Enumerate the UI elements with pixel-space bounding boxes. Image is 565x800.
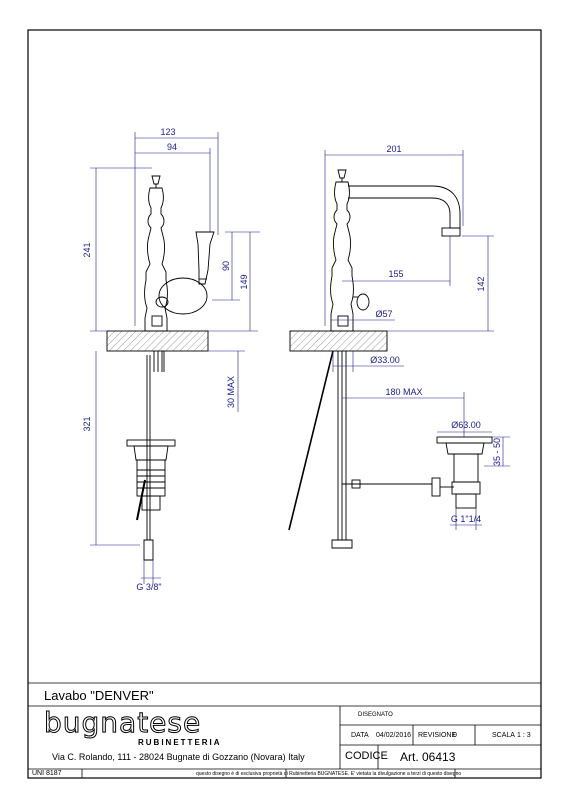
revision-value: 0 <box>453 732 457 739</box>
title-block-grid <box>28 682 541 778</box>
dim-thread-hose: G 3/8" <box>136 582 161 592</box>
dim-height-lever: 90 <box>221 261 231 271</box>
front-tap-body <box>144 175 168 332</box>
dim-reach-overall: 201 <box>386 144 401 154</box>
brand-subtitle: RUBINETTERIA <box>138 738 222 747</box>
side-countertop <box>289 330 388 352</box>
side-view <box>288 169 493 549</box>
brand-logo: bugnatese <box>43 706 202 740</box>
sheet-border <box>27 29 542 779</box>
dim-height-outlet: 142 <box>476 276 486 291</box>
standard-ref: UNI 8187 <box>32 770 62 777</box>
dim-base-diameter: Ø57 <box>375 309 392 319</box>
front-waste-flange <box>126 439 176 447</box>
side-waste-flange <box>436 436 493 444</box>
dim-reach-spout: 155 <box>388 269 403 279</box>
dim-width-lever: 94 <box>167 142 177 152</box>
scale-value: 1 : 3 <box>517 732 531 739</box>
scale-label: SCALA <box>492 732 515 739</box>
dim-height-spout: 241 <box>82 242 92 257</box>
front-view <box>106 175 215 561</box>
designed-label: DISEGNATO <box>358 712 393 718</box>
dim-pop-up-distance: 180 MAX <box>385 387 422 397</box>
dim-below-total: 321 <box>82 416 92 431</box>
side-spout <box>348 185 461 229</box>
dim-hole-diameter: Ø33.00 <box>370 355 400 365</box>
revision-label: REVISIONE <box>418 732 457 739</box>
company-address: Via C. Rolando, 111 - 28024 Bugnate di G… <box>52 752 305 762</box>
front-dimensions <box>90 132 260 584</box>
dim-waste-diameter: Ø63.00 <box>451 420 481 430</box>
front-countertop <box>106 330 209 352</box>
side-tap-body <box>330 169 354 332</box>
code-label: CODICE <box>345 750 388 762</box>
side-dimensions <box>324 150 510 530</box>
dim-height-handle: 149 <box>239 274 249 289</box>
date-value: 04/02/2016 <box>376 732 412 739</box>
dim-waste-thread: G 1"1/4 <box>451 514 481 524</box>
front-handle-body <box>158 277 208 315</box>
dim-width-overall: 123 <box>160 127 175 137</box>
product-title: Lavabo "DENVER" <box>44 688 154 703</box>
ownership-disclaimer: questo disegno è di esclusiva proprietà … <box>196 771 462 777</box>
code-value: Art. 06413 <box>400 750 456 764</box>
dim-waste-adjust: 35 - 50 <box>492 438 502 466</box>
dim-below-deck-max: 30 MAX <box>226 376 236 408</box>
front-lever <box>195 231 215 285</box>
date-label: DATA <box>351 732 369 739</box>
